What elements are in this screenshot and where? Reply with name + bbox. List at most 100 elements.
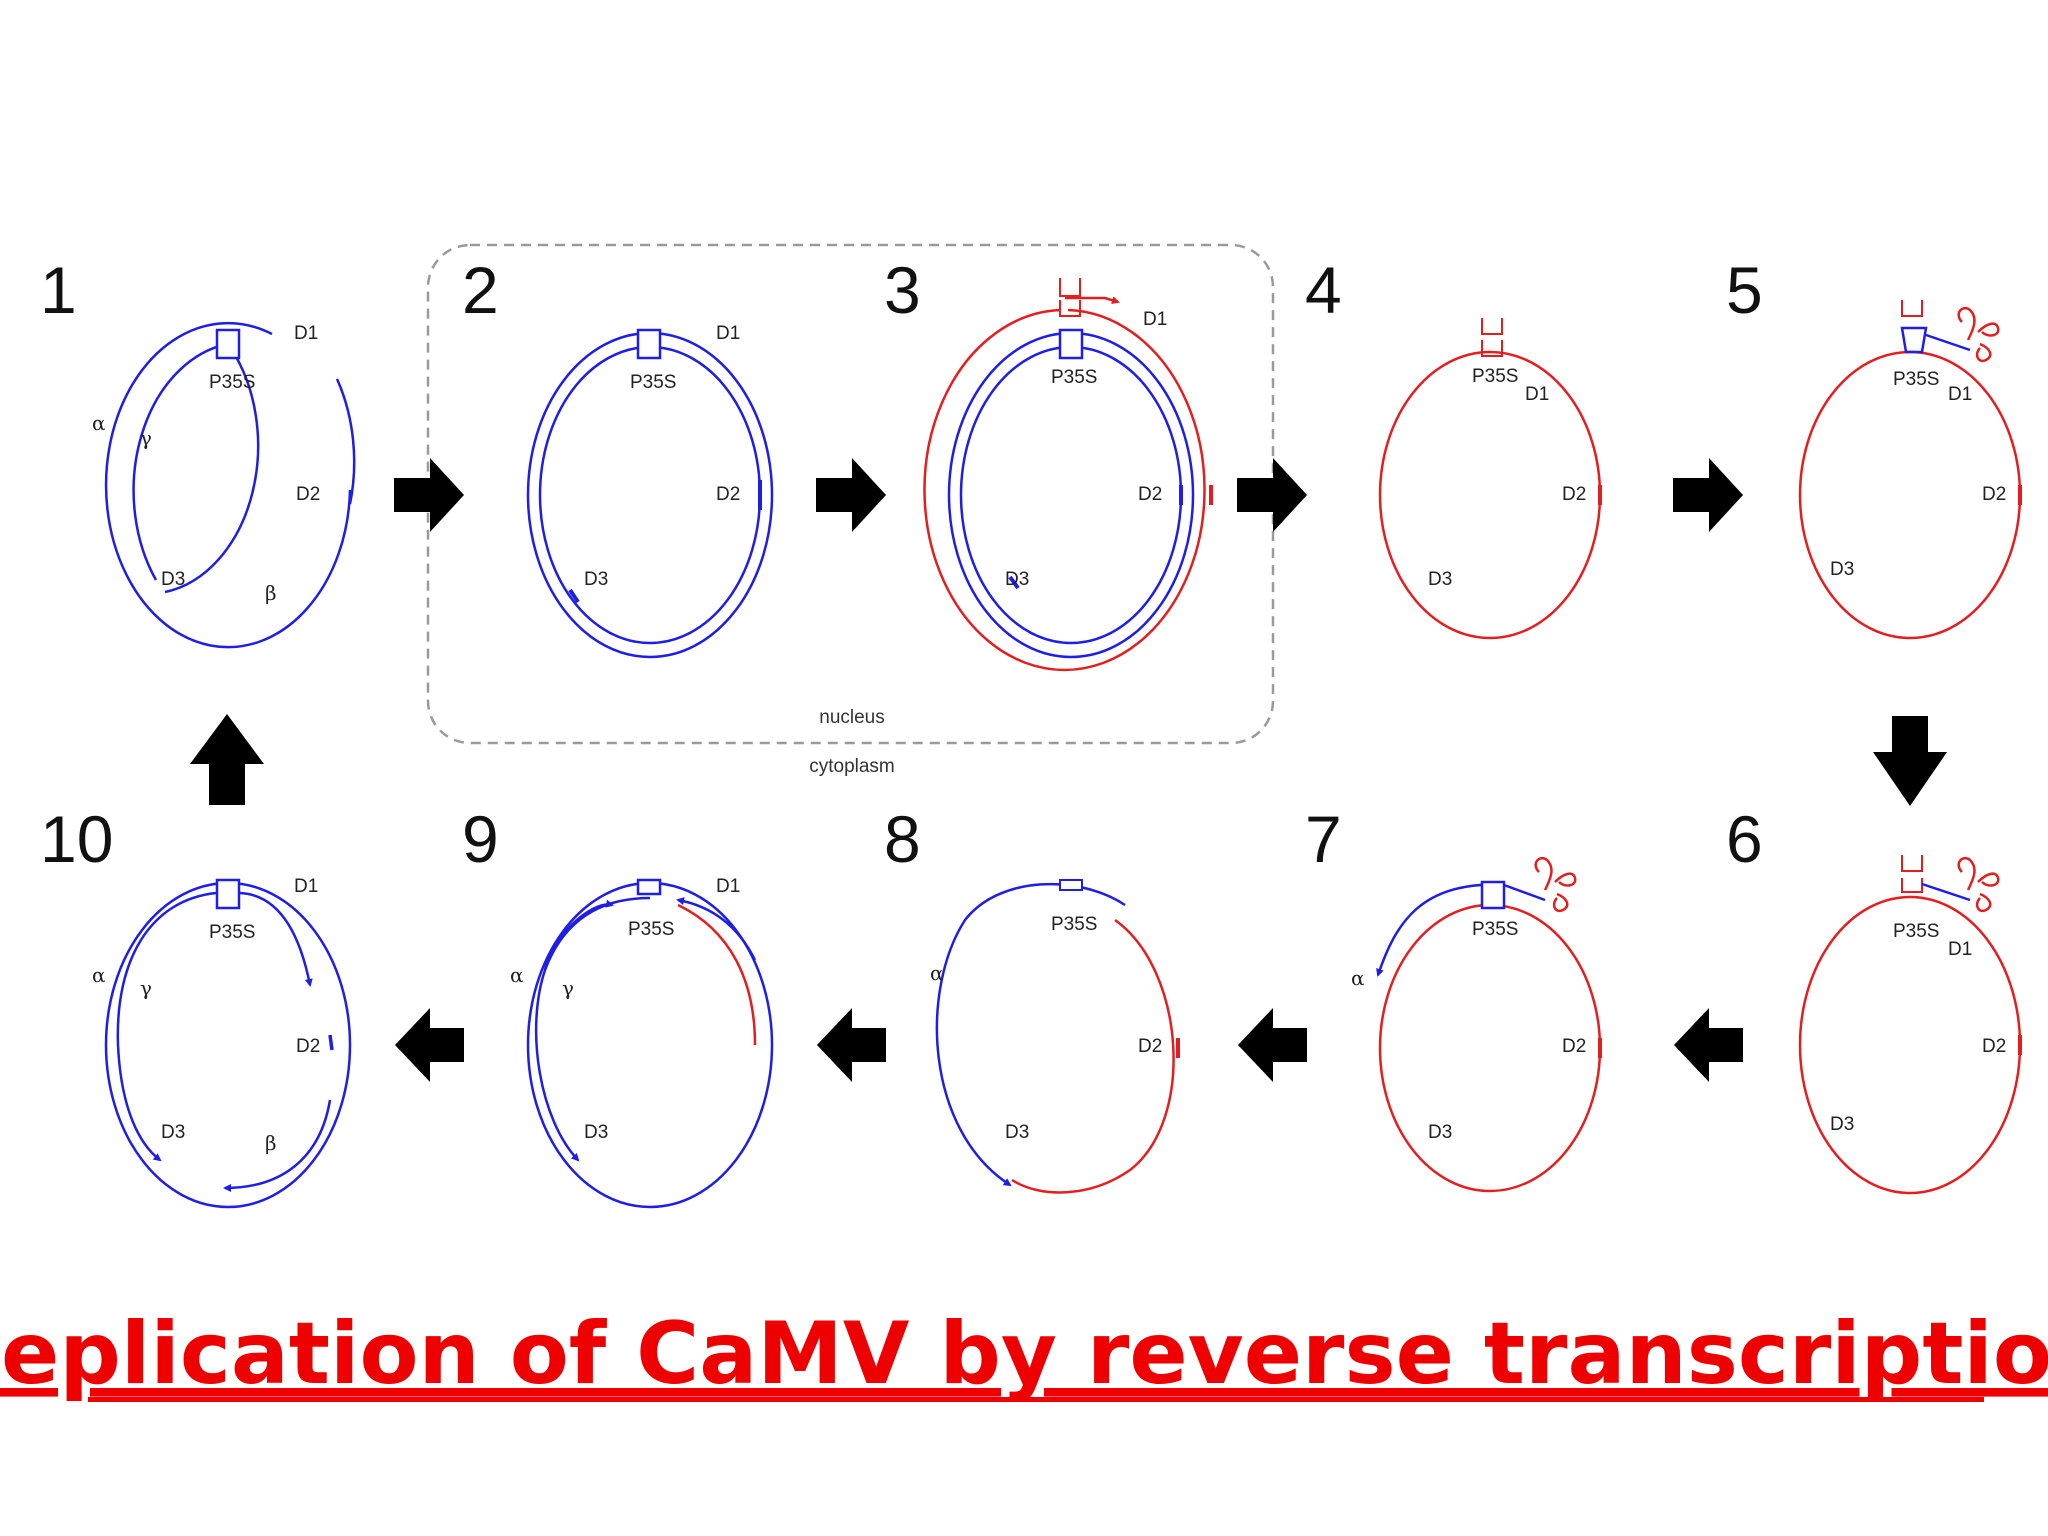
rnap-marker (1901, 300, 1923, 317)
gamma-label: γ (562, 976, 574, 1000)
gamma-label: γ (140, 426, 152, 450)
plus-strand-dna (328, 1034, 334, 1051)
p35s-label: P35S (1893, 921, 1939, 942)
step-5: 5 P35S D1 D2 D3 (1726, 253, 2022, 640)
rnap-marker (1481, 318, 1503, 357)
step-6: 6 P35S D1 D2 D3 (1726, 802, 2022, 1195)
d3-label: D3 (161, 569, 185, 590)
rna-transcript (923, 298, 1206, 672)
p35s-promoter-box (1058, 328, 1084, 360)
nucleus-boundary (426, 243, 1275, 745)
dna-inner-strand (164, 343, 260, 594)
beta-label: β (265, 581, 277, 605)
cytoplasm-label: cytoplasm (809, 756, 895, 777)
nucleus-label: nucleus (819, 707, 885, 728)
step-3: 3 P35S D1 D2 D3 (884, 253, 1213, 672)
d2-label: D2 (1982, 1036, 2006, 1057)
d2-label: D2 (1562, 484, 1586, 505)
trna-primer (1900, 326, 1971, 354)
d2-label: D2 (716, 484, 740, 505)
step-number: 9 (462, 802, 499, 876)
p35s-label: P35S (1472, 919, 1518, 940)
p35s-promoter-box (1059, 879, 1083, 891)
plus-strand-dna (543, 899, 614, 971)
d1-label: D1 (1525, 384, 1549, 405)
arrow-right-icon (816, 458, 886, 532)
rna-remnant (677, 903, 757, 1046)
d3-mark (1008, 575, 1020, 590)
p35s-label: P35S (1472, 366, 1518, 387)
rna-remnant (1011, 918, 1175, 1194)
dna-outer-strand (335, 378, 356, 505)
arrow-right-icon (1673, 458, 1743, 532)
step-2: 2 P35S D1 D2 D3 (462, 253, 774, 659)
step-7: 7 P35S D2 D3 α (1305, 802, 1602, 1193)
dna-inner-strand (132, 342, 229, 581)
p35s-label: P35S (209, 372, 255, 393)
arrow-left-icon (817, 1008, 886, 1082)
step-number: 5 (1726, 253, 1763, 327)
d3-label: D3 (1005, 569, 1029, 590)
page-title: Replication of CaMV by reverse transcrip… (0, 1304, 2048, 1404)
step-number: 1 (40, 253, 77, 327)
p35s-promoter-box (215, 328, 241, 360)
arrow-left-icon (395, 1008, 464, 1082)
arrow-right-icon (394, 458, 464, 532)
step-10: 10 P35S D1 D2 D3 α γ β (40, 802, 352, 1209)
d2-label: D2 (1982, 484, 2006, 505)
trna-primer (1503, 883, 1546, 902)
title-underline (88, 1397, 1984, 1402)
rnap-marker (1059, 278, 1081, 317)
p35s-promoter-box (215, 878, 241, 910)
step-number: 2 (462, 253, 499, 327)
rnap-marker (1901, 855, 1923, 893)
plus-strand-dna (239, 891, 313, 987)
d1-label: D1 (716, 876, 740, 897)
d3-label: D3 (584, 1122, 608, 1143)
arrow-right-icon (1237, 458, 1307, 532)
alpha-label: α (1351, 966, 1365, 990)
d1-label: D1 (294, 323, 318, 344)
gamma-label: γ (140, 976, 152, 1000)
plus-strand-dna (116, 891, 217, 1162)
d3-label: D3 (584, 569, 608, 590)
process-arrows (190, 458, 1947, 1082)
trna-primer (1921, 882, 1971, 902)
d2-label: D2 (1138, 484, 1162, 505)
alpha-label: α (930, 961, 944, 985)
d3-mark (568, 588, 580, 604)
step-number: 6 (1726, 802, 1763, 876)
d1-label: D1 (294, 876, 318, 897)
step-4: 4 P35S D1 D2 D3 (1305, 253, 1602, 640)
d3-label: D3 (1005, 1122, 1029, 1143)
step-number: 8 (884, 802, 921, 876)
d3-label: D3 (161, 1122, 185, 1143)
step-number: 7 (1305, 802, 1342, 876)
alpha-label: α (510, 963, 524, 987)
d3-label: D3 (1830, 1114, 1854, 1135)
d2-label: D2 (296, 484, 320, 505)
trna-cloverleaf-icon (1957, 306, 2000, 363)
p35s-promoter-box (636, 878, 662, 896)
alpha-label: α (92, 411, 106, 435)
step-1: 1 P35S D1 D2 D3 α γ β (40, 253, 356, 649)
minus-strand-dna (1376, 883, 1506, 977)
trna-cloverleaf-icon (1957, 856, 2000, 913)
d3-label: D3 (1428, 1122, 1452, 1143)
arrow-down-icon (1873, 716, 1947, 806)
p35s-label: P35S (1893, 369, 1939, 390)
trna-cloverleaf-icon (1534, 856, 1577, 913)
p35s-label: P35S (1051, 367, 1097, 388)
d1-label: D1 (1948, 939, 1972, 960)
d3-label: D3 (1830, 559, 1854, 580)
d3-label: D3 (1428, 569, 1452, 590)
plus-strand-dna (534, 896, 651, 1162)
arrow-up-icon (190, 714, 264, 805)
d1-label: D1 (1948, 384, 1972, 405)
plus-strand-dna (223, 1099, 332, 1192)
beta-label: β (265, 1131, 277, 1155)
step-9: 9 P35S D1 D3 α γ (462, 802, 774, 1209)
dna-outer-strand (104, 321, 352, 649)
arrow-left-icon (1674, 1008, 1743, 1082)
p35s-label: P35S (209, 922, 255, 943)
